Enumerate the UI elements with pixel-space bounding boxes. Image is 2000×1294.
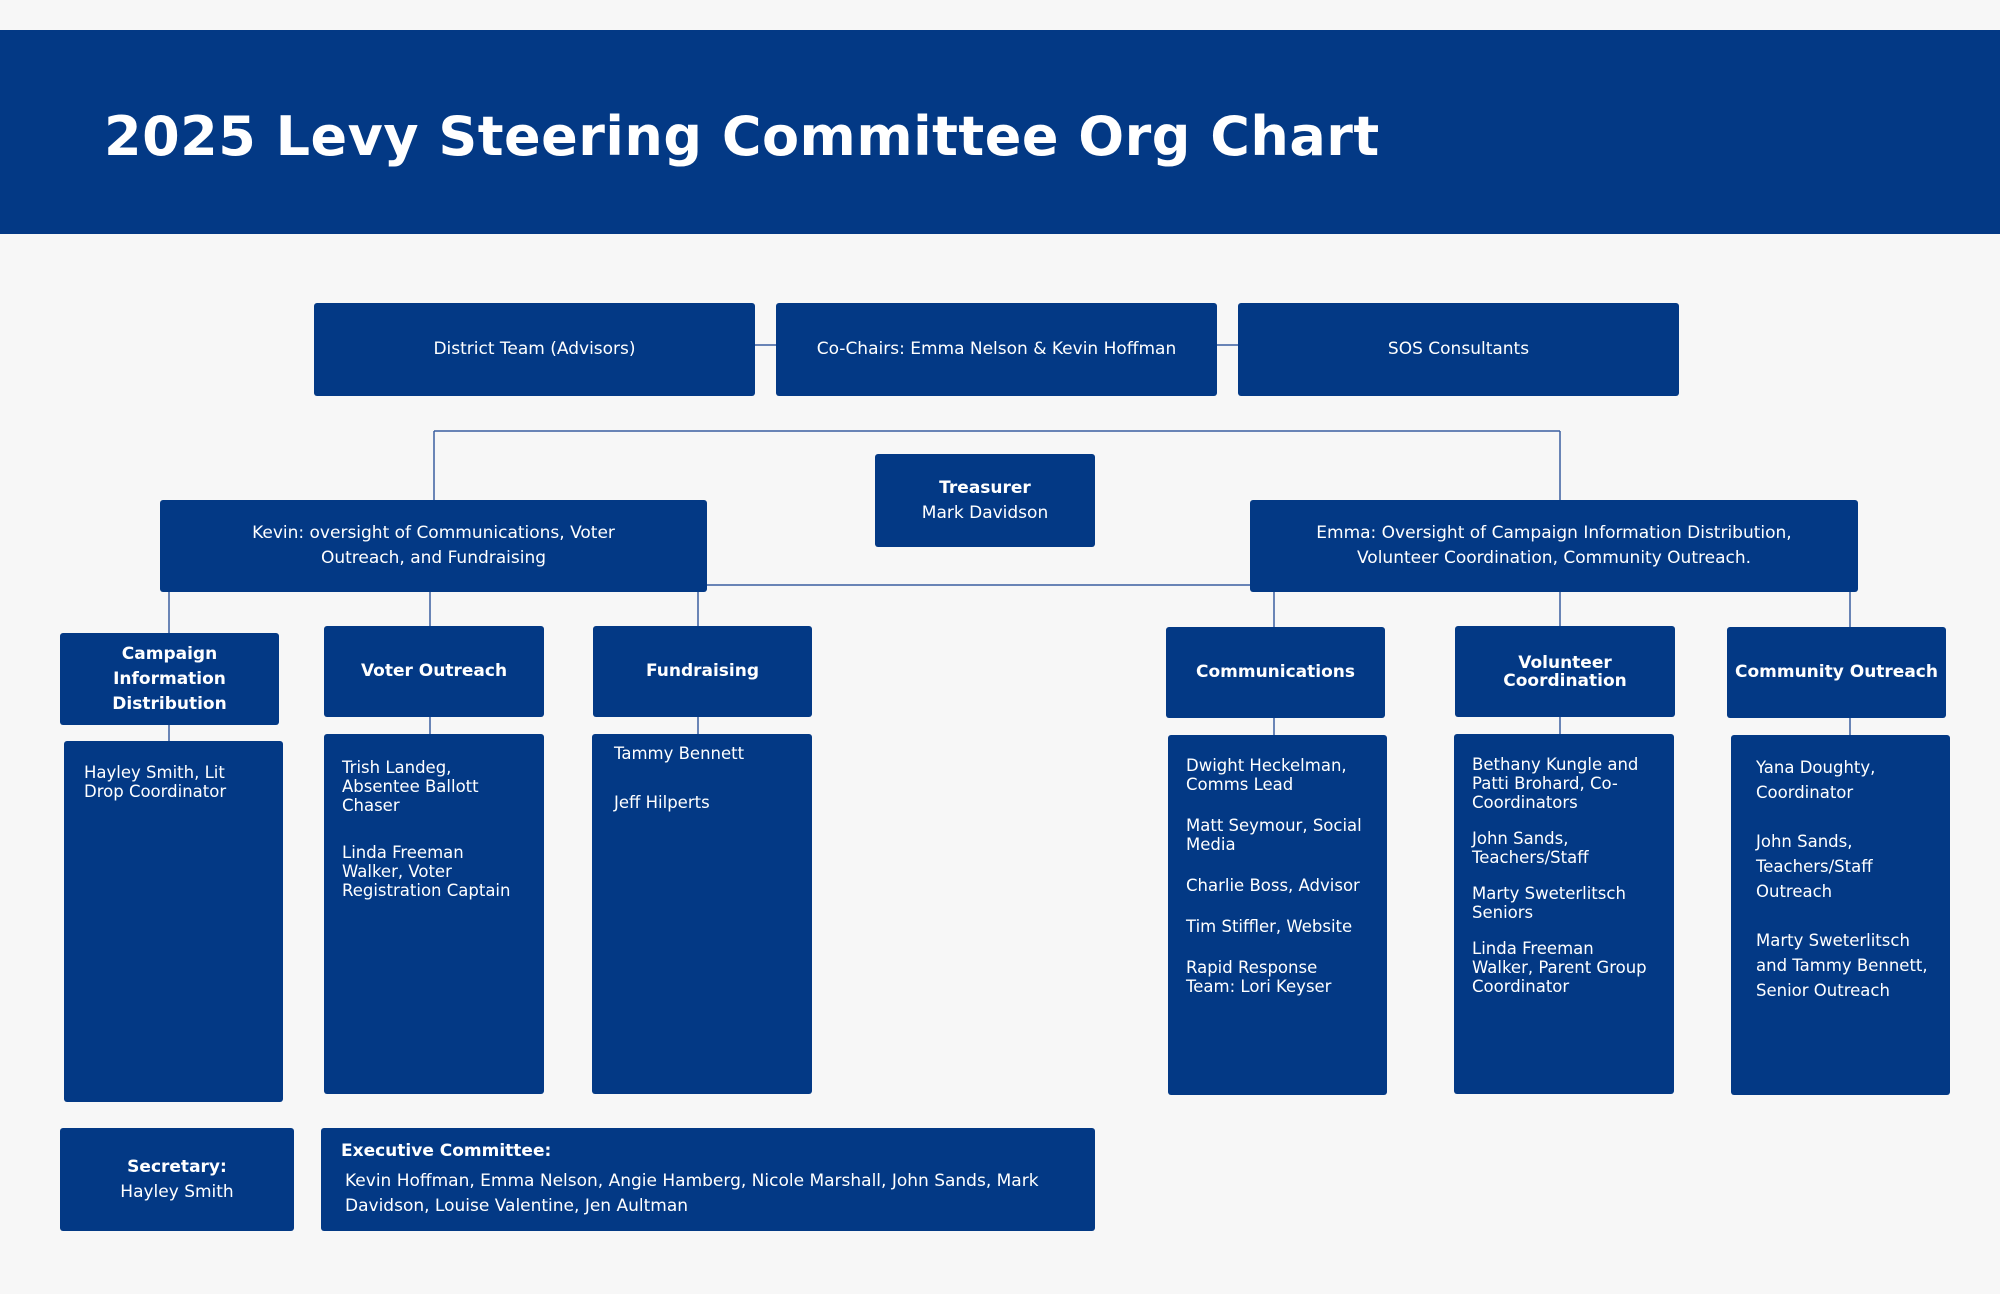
secretary-box: Secretary: Hayley Smith (60, 1128, 294, 1231)
member-item: Linda Freeman Walker, Parent Group Coord… (1472, 939, 1647, 996)
community-outreach-members-box: Yana Doughty, Coordinator John Sands, Te… (1731, 735, 1950, 1095)
member-item: Tim Stiffler, Website (1186, 917, 1353, 936)
voter-outreach-members-box: Trish Landeg, Absentee Ballott Chaser Li… (324, 734, 544, 1094)
volunteer-coordination-title-box: Volunteer Coordination (1455, 626, 1675, 717)
member-item: Dwight Heckelman, Comms Lead (1186, 756, 1347, 794)
fundraising-title: Fundraising (645, 661, 760, 681)
campaign-info-title: Campaign Information Distribution (112, 643, 227, 714)
executive-committee-title: Executive Committee: (341, 1141, 552, 1161)
campaign-info-members-box: Hayley Smith, Lit Drop Coordinator (64, 741, 283, 1102)
member-item: Jeff Hilperts (614, 793, 710, 812)
district-team-label: District Team (Advisors) (433, 339, 636, 359)
member-item: Marty Sweterlitsch and Tammy Bennett, Se… (1756, 931, 1928, 1000)
executive-committee-box: Executive Committee: Kevin Hoffman, Emma… (321, 1128, 1095, 1231)
executive-committee-members: Kevin Hoffman, Emma Nelson, Angie Hamber… (345, 1171, 1039, 1216)
page-title: 2025 Levy Steering Committee Org Chart (104, 105, 1380, 168)
emma-oversight-box: Emma: Oversight of Campaign Information … (1250, 500, 1858, 592)
member-item: Rapid Response Team: Lori Keyser (1186, 958, 1332, 996)
sos-consultants-label: SOS Consultants (1387, 339, 1530, 359)
volunteer-coordination-members-box: Bethany Kungle and Patti Brohard, Co-Coo… (1454, 734, 1674, 1094)
communications-title: Communications (1195, 662, 1356, 682)
emma-oversight-label: Emma: Oversight of Campaign Information … (1316, 523, 1792, 568)
secretary-name: Hayley Smith (120, 1181, 234, 1202)
member-item: Yana Doughty, Coordinator (1756, 758, 1876, 802)
fundraising-members-box: Tammy Bennett Jeff Hilperts (592, 734, 812, 1094)
member-item: John Sands, Teachers/Staff Outreach (1756, 832, 1873, 901)
kevin-oversight-label: Kevin: oversight of Communications, Vote… (252, 523, 615, 568)
communications-title-box: Communications (1166, 627, 1385, 718)
communications-members-box: Dwight Heckelman, Comms Lead Matt Seymou… (1168, 735, 1387, 1095)
volunteer-coordination-title: Volunteer Coordination (1503, 652, 1627, 691)
co-chairs-label: Co-Chairs: Emma Nelson & Kevin Hoffman (816, 339, 1177, 359)
member-item: Marty Sweterlitsch Seniors (1472, 884, 1626, 922)
member-item: Tammy Bennett (614, 744, 745, 763)
campaign-info-title-box: Campaign Information Distribution (60, 633, 279, 725)
member-item: Linda Freeman Walker, Voter Registration… (342, 843, 511, 900)
member-item: Trish Landeg, Absentee Ballott Chaser (342, 758, 479, 815)
voter-outreach-title-box: Voter Outreach (324, 626, 544, 717)
secretary-role: Secretary: (127, 1156, 227, 1177)
voter-outreach-title: Voter Outreach (360, 661, 508, 681)
member-item: Hayley Smith, Lit Drop Coordinator (84, 763, 227, 801)
district-team-box: District Team (Advisors) (314, 303, 755, 396)
header-banner (0, 30, 2000, 234)
member-item: John Sands, Teachers/Staff (1472, 829, 1589, 867)
kevin-oversight-box: Kevin: oversight of Communications, Vote… (160, 500, 707, 592)
member-item: Charlie Boss, Advisor (1186, 876, 1360, 895)
sos-consultants-box: SOS Consultants (1238, 303, 1679, 396)
treasurer-role: Treasurer (939, 477, 1031, 498)
community-outreach-title: Community Outreach (1735, 662, 1938, 682)
fundraising-title-box: Fundraising (593, 626, 812, 717)
community-outreach-title-box: Community Outreach (1727, 627, 1946, 718)
treasurer-name: Mark Davidson (921, 502, 1049, 523)
member-item: Matt Seymour, Social Media (1186, 816, 1362, 854)
co-chairs-box: Co-Chairs: Emma Nelson & Kevin Hoffman (776, 303, 1217, 396)
treasurer-box: Treasurer Mark Davidson (875, 454, 1095, 547)
member-item: Bethany Kungle and Patti Brohard, Co-Coo… (1472, 755, 1639, 812)
